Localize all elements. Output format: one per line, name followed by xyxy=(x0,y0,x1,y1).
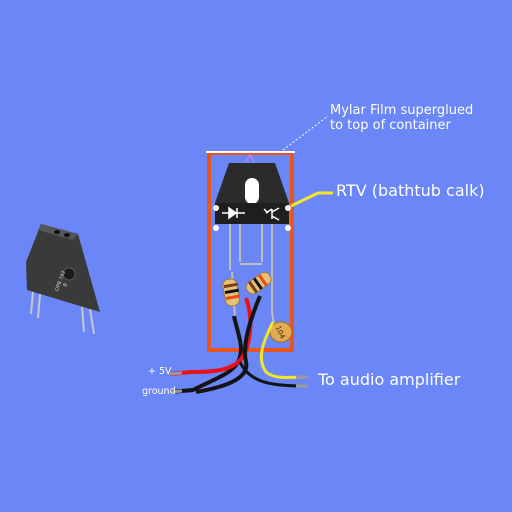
sensor-photo-hole-a xyxy=(54,230,60,234)
wire-yellow xyxy=(259,321,307,380)
rtv-dots xyxy=(213,205,291,231)
mylar-label-line-1: Mylar Film superglued xyxy=(330,103,474,118)
rtv-leader-line xyxy=(290,191,333,208)
light-beam-mark xyxy=(245,153,255,163)
wire-end-ground xyxy=(169,389,183,394)
resistor-2 xyxy=(240,263,272,295)
resistor-1 xyxy=(222,271,241,319)
mylar-label-line-2: to top of container xyxy=(330,117,451,133)
diode-icon xyxy=(222,206,245,220)
sensor-photo-pins xyxy=(30,291,95,335)
mylar-leader-line xyxy=(282,115,329,151)
wire-black-right xyxy=(195,295,262,394)
plus-5v-label: + 5V xyxy=(148,366,172,377)
phototransistor-icon xyxy=(263,207,280,221)
wire-end-red xyxy=(169,371,183,376)
wire-black-audio xyxy=(238,361,307,388)
sensor-photo-slot xyxy=(62,267,76,281)
sensor-slot xyxy=(245,178,259,204)
sensor-photo xyxy=(26,224,100,335)
sensor-face xyxy=(215,203,289,224)
mylar-label: Mylar Film superglued to top of containe… xyxy=(330,103,474,134)
audio-label: To audio amplifier xyxy=(318,370,461,389)
sensor-photo-hole-b xyxy=(64,233,70,237)
ground-label: ground xyxy=(142,386,176,397)
sensor-leads xyxy=(229,224,273,312)
sensor-diagram xyxy=(215,163,289,224)
sensor-photo-body xyxy=(26,224,100,312)
rtv-label: RTV (bathtub calk) xyxy=(336,181,485,200)
